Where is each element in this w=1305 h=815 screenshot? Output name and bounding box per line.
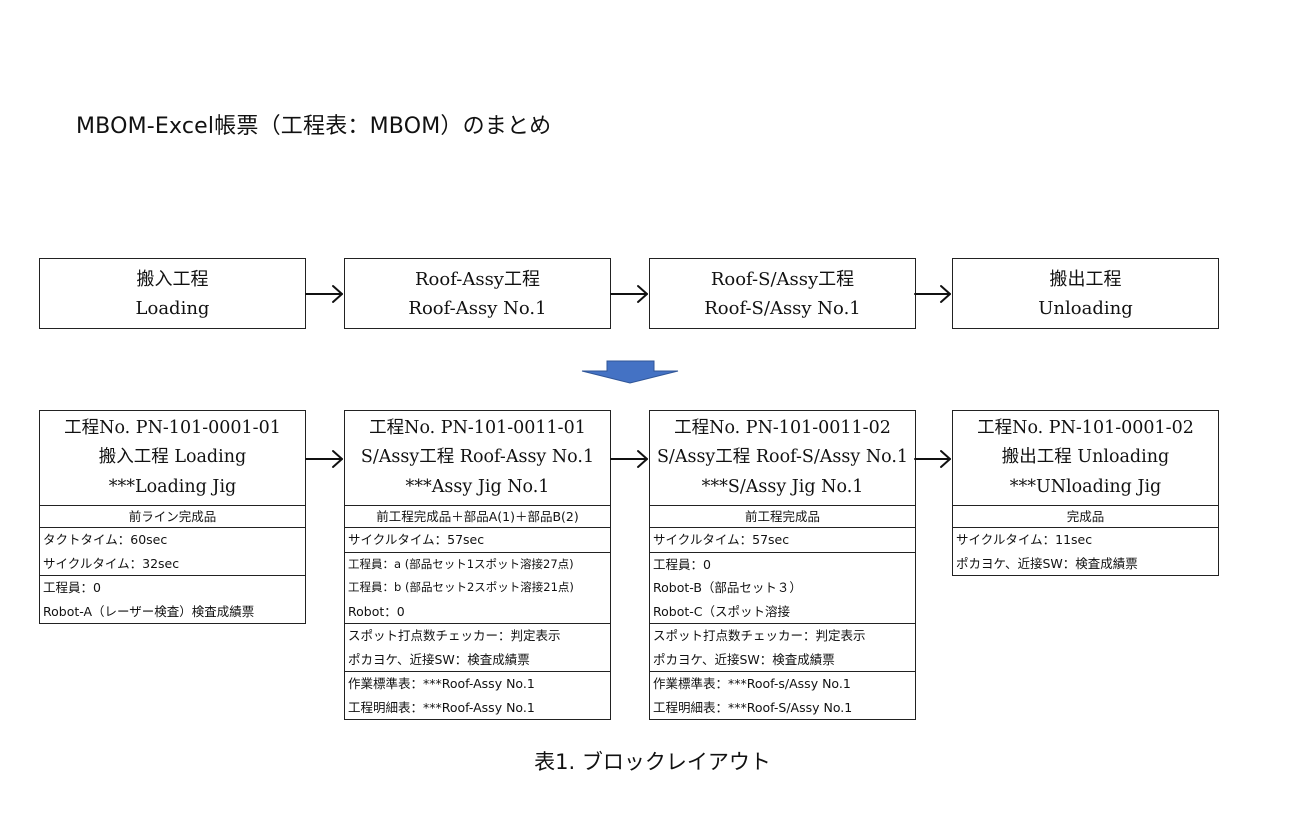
process-detail-unloading: 工程No. PN-101-0001-02 搬出工程 Unloading ***U…: [952, 410, 1219, 576]
process-name: 搬入工程 Loading: [98, 447, 247, 468]
process-detail-roof-assy: 工程No. PN-101-0011-01 S/Assy工程 Roof-Assy …: [344, 410, 611, 720]
process-step-loading: 搬入工程 Loading: [39, 258, 306, 329]
right-arrow-icon: [305, 285, 343, 303]
right-arrow-icon: [305, 450, 343, 468]
detail-group: 工程員：a (部品セット1スポット溶接27点) 工程員：b (部品セット2スポッ…: [345, 553, 610, 624]
detail-line: 作業標準表：***Roof-Assy No.1: [348, 676, 535, 691]
detail-line: 工程員：0: [43, 580, 101, 595]
detail-header: 工程No. PN-101-0011-01 S/Assy工程 Roof-Assy …: [345, 411, 610, 506]
page-title: MBOM-Excel帳票（工程表：MBOM）のまとめ: [76, 114, 552, 139]
process-number: 工程No. PN-101-0001-02: [977, 417, 1194, 438]
process-detail-loading: 工程No. PN-101-0001-01 搬入工程 Loading ***Loa…: [39, 410, 306, 624]
detail-line: サイクルタイム：57sec: [348, 532, 485, 547]
input-parts: 前工程完成品＋部品A(1)＋部品B(2): [345, 506, 610, 528]
process-detail-roof-s-assy: 工程No. PN-101-0011-02 S/Assy工程 Roof-S/Ass…: [649, 410, 916, 720]
process-step-sub: Loading: [135, 297, 210, 319]
input-parts: 前工程完成品: [650, 506, 915, 528]
input-parts: 完成品: [953, 506, 1218, 528]
detail-line: Robot：0: [348, 603, 405, 619]
detail-line: 工程員：0: [653, 556, 711, 572]
detail-line: Robot-A（レーザー検査）検査成績票: [43, 603, 255, 619]
detail-group: 作業標準表：***Roof-Assy No.1 工程明細表：***Roof-As…: [345, 672, 610, 719]
figure-caption: 表1. ブロックレイアウト: [534, 750, 771, 774]
detail-group: タクトタイム：60sec サイクルタイム：32sec: [40, 528, 305, 576]
process-number: 工程No. PN-101-0011-02: [674, 417, 891, 438]
right-arrow-icon: [610, 450, 648, 468]
detail-line: ポカヨケ、近接SW：検査成績票: [653, 651, 835, 667]
detail-line: ポカヨケ、近接SW：検査成績票: [956, 555, 1138, 571]
detail-line: 工程明細表：***Roof-S/Assy No.1: [653, 699, 853, 715]
down-arrow-icon: [581, 360, 679, 384]
detail-line: 工程明細表：***Roof-Assy No.1: [348, 699, 535, 715]
process-step-sub: Unloading: [1038, 297, 1133, 319]
process-step-name: 搬入工程: [136, 268, 209, 290]
process-step-roof-s-assy: Roof-S/Assy工程 Roof-S/Assy No.1: [649, 258, 916, 329]
process-number: 工程No. PN-101-0011-01: [369, 417, 586, 438]
process-step-name: Roof-S/Assy工程: [710, 268, 855, 290]
detail-line: 作業標準表：***Roof-s/Assy No.1: [653, 676, 851, 691]
detail-line: スポット打点数チェッカー：判定表示: [348, 628, 561, 643]
detail-line: サイクルタイム：57sec: [653, 532, 790, 547]
input-parts: 前ライン完成品: [40, 506, 305, 528]
process-step-name: 搬出工程: [1049, 268, 1122, 290]
jig-name: ***Loading Jig: [108, 476, 237, 497]
detail-line: ポカヨケ、近接SW：検査成績票: [348, 651, 530, 667]
detail-header: 工程No. PN-101-0001-02 搬出工程 Unloading ***U…: [953, 411, 1218, 506]
right-arrow-icon: [914, 450, 951, 468]
jig-name: ***UNloading Jig: [1009, 476, 1162, 497]
detail-line: スポット打点数チェッカー：判定表示: [653, 628, 866, 643]
detail-group: スポット打点数チェッカー：判定表示 ポカヨケ、近接SW：検査成績票: [650, 624, 915, 672]
process-name: S/Assy工程 Roof-S/Assy No.1: [656, 447, 909, 468]
process-step-sub: Roof-S/Assy No.1: [704, 297, 861, 319]
right-arrow-icon: [610, 285, 648, 303]
detail-group: 工程員：0 Robot-B（部品セット３） Robot-C（スポット溶接: [650, 553, 915, 624]
process-step-unloading: 搬出工程 Unloading: [952, 258, 1219, 329]
detail-header: 工程No. PN-101-0001-01 搬入工程 Loading ***Loa…: [40, 411, 305, 506]
detail-line: タクトタイム：60sec: [43, 532, 168, 547]
detail-header: 工程No. PN-101-0011-02 S/Assy工程 Roof-S/Ass…: [650, 411, 915, 506]
detail-group: スポット打点数チェッカー：判定表示 ポカヨケ、近接SW：検査成績票: [345, 624, 610, 672]
detail-group: 工程員：0 Robot-A（レーザー検査）検査成績票: [40, 576, 305, 623]
process-step-roof-assy: Roof-Assy工程 Roof-Assy No.1: [344, 258, 611, 329]
detail-group: 作業標準表：***Roof-s/Assy No.1 工程明細表：***Roof-…: [650, 672, 915, 719]
right-arrow-icon: [914, 285, 951, 303]
detail-line: Robot-C（スポット溶接: [653, 603, 790, 619]
detail-group: サイクルタイム：11sec ポカヨケ、近接SW：検査成績票: [953, 528, 1218, 575]
jig-name: ***S/Assy Jig No.1: [701, 476, 864, 497]
process-name: S/Assy工程 Roof-Assy No.1: [360, 447, 595, 468]
process-step-name: Roof-Assy工程: [415, 268, 540, 290]
jig-name: ***Assy Jig No.1: [405, 476, 550, 497]
detail-line: サイクルタイム：32sec: [43, 555, 180, 571]
detail-line: 工程員：b (部品セット2スポット溶接21点): [348, 580, 574, 594]
process-name: 搬出工程 Unloading: [1001, 447, 1170, 468]
process-number: 工程No. PN-101-0001-01: [64, 417, 281, 438]
detail-group: サイクルタイム：57sec: [650, 528, 915, 553]
detail-line: サイクルタイム：11sec: [956, 532, 1093, 547]
process-step-sub: Roof-Assy No.1: [408, 297, 547, 319]
detail-line: Robot-B（部品セット３）: [653, 580, 802, 595]
detail-group: サイクルタイム：57sec: [345, 528, 610, 553]
detail-line: 工程員：a (部品セット1スポット溶接27点): [348, 556, 574, 571]
